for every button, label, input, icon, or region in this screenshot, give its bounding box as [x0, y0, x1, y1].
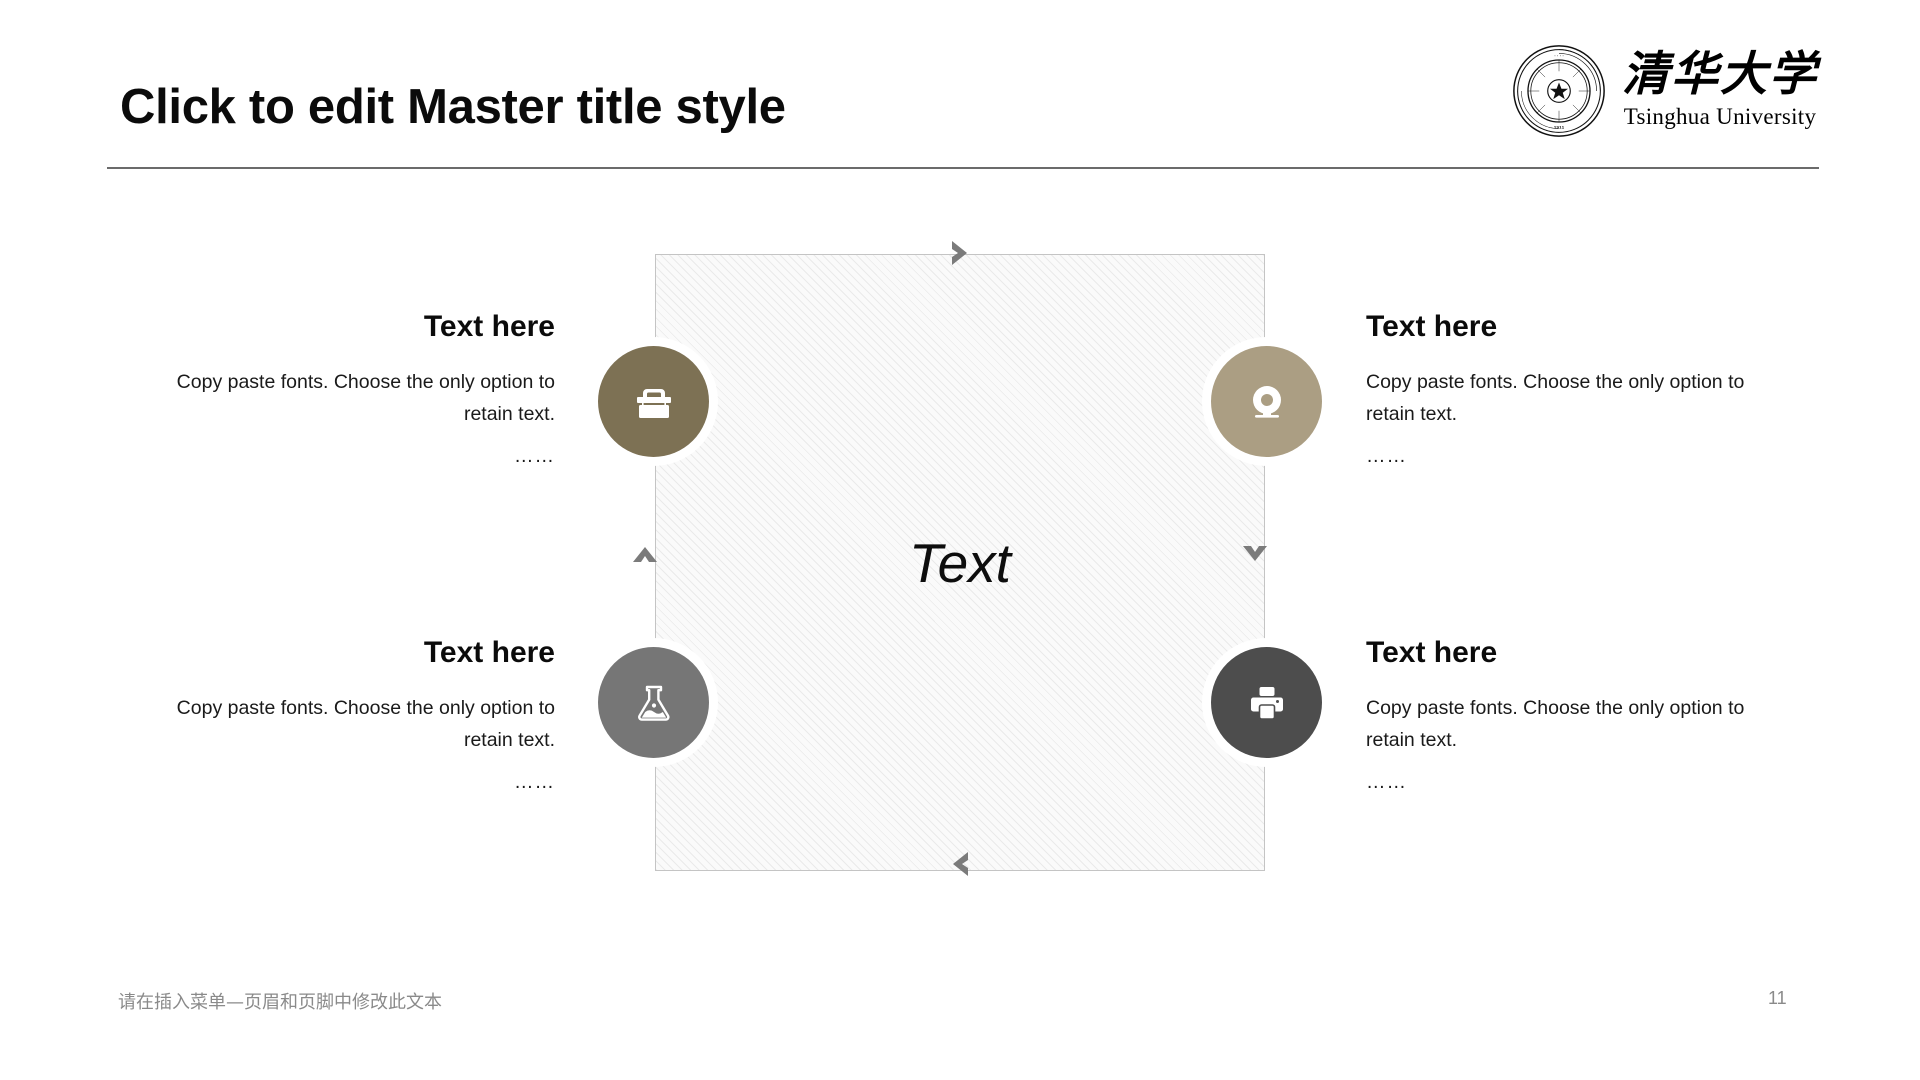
- webcam-icon: [1252, 385, 1281, 418]
- quadrant-text-bottom-right: Text here Copy paste fonts. Choose the o…: [1366, 636, 1798, 799]
- logo-chinese-name: 清华大学: [1622, 47, 1818, 103]
- arrow-right-icon: [1236, 535, 1274, 573]
- quadrant-icon-bottom-left[interactable]: [598, 647, 709, 758]
- quadrant-icon-bottom-right[interactable]: [1211, 647, 1322, 758]
- center-diagram-box[interactable]: [655, 254, 1265, 871]
- quadrant-body[interactable]: Copy paste fonts. Choose the only option…: [176, 697, 555, 751]
- page-number: 11: [1768, 988, 1787, 1008]
- quadrant-ellipsis: ……: [1366, 771, 1407, 794]
- arrow-bottom-icon: [941, 845, 979, 883]
- quadrant-heading[interactable]: Text here: [1366, 310, 1498, 343]
- svg-text:1911: 1911: [1554, 126, 1565, 130]
- quadrant-text-top-left: Text here Copy paste fonts. Choose the o…: [123, 310, 555, 473]
- tsinghua-logo: · · · · 1911 清华大学 Tsinghua University: [1512, 44, 1818, 138]
- quadrant-text-bottom-left: Text here Copy paste fonts. Choose the o…: [123, 636, 555, 799]
- quadrant-ellipsis: ……: [1366, 445, 1407, 468]
- arrow-left-icon: [626, 535, 664, 573]
- arrow-top-icon: [941, 234, 979, 272]
- quadrant-icon-top-left[interactable]: [598, 346, 709, 457]
- svg-text:· · · ·: · · · ·: [1554, 54, 1564, 58]
- quadrant-text-top-right: Text here Copy paste fonts. Choose the o…: [1366, 310, 1798, 473]
- logo-wordmark: 清华大学 Tsinghua University: [1622, 51, 1818, 131]
- toolbox-icon: [636, 388, 671, 418]
- logo-english-name: Tsinghua University: [1623, 104, 1817, 130]
- quadrant-body[interactable]: Copy paste fonts. Choose the only option…: [176, 371, 555, 425]
- quadrant-ellipsis: ……: [514, 771, 555, 794]
- quadrant-heading[interactable]: Text here: [1366, 636, 1498, 669]
- quadrant-body[interactable]: Copy paste fonts. Choose the only option…: [1366, 371, 1745, 425]
- quadrant-heading[interactable]: Text here: [423, 636, 555, 669]
- flask-icon: [637, 685, 670, 721]
- footer-text[interactable]: 请在插入菜单—页眉和页脚中修改此文本: [118, 992, 442, 1013]
- quadrant-body[interactable]: Copy paste fonts. Choose the only option…: [1366, 697, 1745, 751]
- quadrant-ellipsis: ……: [514, 445, 555, 468]
- title-divider: [107, 167, 1819, 169]
- page-title[interactable]: Click to edit Master title style: [120, 80, 786, 134]
- printer-icon: [1250, 686, 1283, 720]
- quadrant-icon-top-right[interactable]: [1211, 346, 1322, 457]
- tsinghua-seal-icon: · · · · 1911: [1513, 45, 1605, 137]
- quadrant-heading[interactable]: Text here: [423, 310, 555, 343]
